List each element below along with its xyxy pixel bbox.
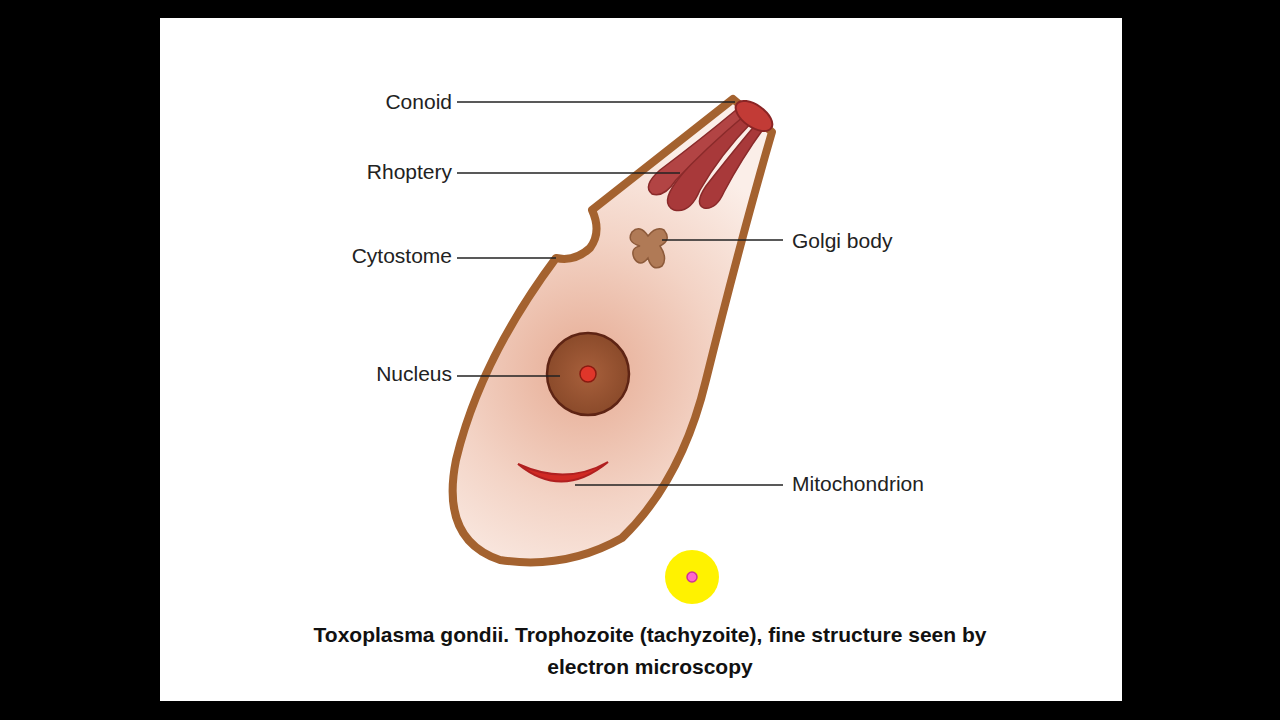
- part-label: Nucleus: [376, 362, 452, 386]
- part-label: Rhoptery: [367, 160, 452, 184]
- cursor-highlight: [665, 550, 719, 604]
- part-label: Mitochondrion: [792, 472, 924, 496]
- part-label: Golgi body: [792, 229, 892, 253]
- golgi-body: [630, 229, 667, 268]
- cell-membrane: [453, 99, 772, 562]
- conoid: [730, 95, 777, 137]
- mitochondrion: [518, 462, 608, 482]
- leader-lines: [457, 102, 783, 485]
- figure-caption: Toxoplasma gondii. Trophozoite (tachyzoi…: [270, 619, 1030, 683]
- rhoptery: [648, 110, 744, 195]
- nucleus: [547, 333, 629, 415]
- part-label: Cytostome: [352, 244, 452, 268]
- cursor-dot: [687, 572, 697, 582]
- nucleolus: [580, 366, 596, 382]
- part-label: Conoid: [385, 90, 452, 114]
